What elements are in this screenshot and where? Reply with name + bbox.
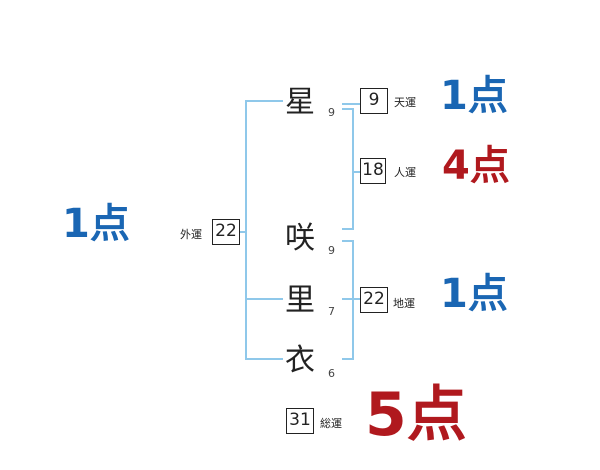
name-char-1-strokes: 9 [328, 106, 335, 119]
chi-score: 1点 [440, 271, 508, 317]
name-char-3: 里 [285, 283, 315, 318]
sou-label: 総運 [320, 417, 342, 430]
jin-label: 人運 [394, 166, 416, 179]
name-char-2: 咲 [285, 221, 315, 256]
jin-score: 4点 [442, 143, 510, 189]
ten-value-box: 9 [360, 88, 388, 114]
ten-score: 1点 [440, 73, 508, 119]
name-char-3-strokes: 7 [328, 305, 335, 318]
jin-value-box: 18 [360, 158, 386, 184]
gai-score: 1点 [62, 201, 130, 247]
sou-value-box: 31 [286, 408, 314, 434]
name-char-4: 衣 [285, 343, 315, 378]
sou-score: 5点 [365, 380, 467, 450]
gai-value-box: 22 [212, 219, 240, 245]
ten-label: 天運 [394, 96, 416, 109]
name-char-1: 星 [285, 85, 315, 120]
name-char-4-strokes: 6 [328, 367, 335, 380]
name-char-2-strokes: 9 [328, 244, 335, 257]
gai-label: 外運 [180, 228, 202, 241]
chi-value-box: 22 [360, 287, 388, 313]
chi-label: 地運 [393, 297, 415, 310]
